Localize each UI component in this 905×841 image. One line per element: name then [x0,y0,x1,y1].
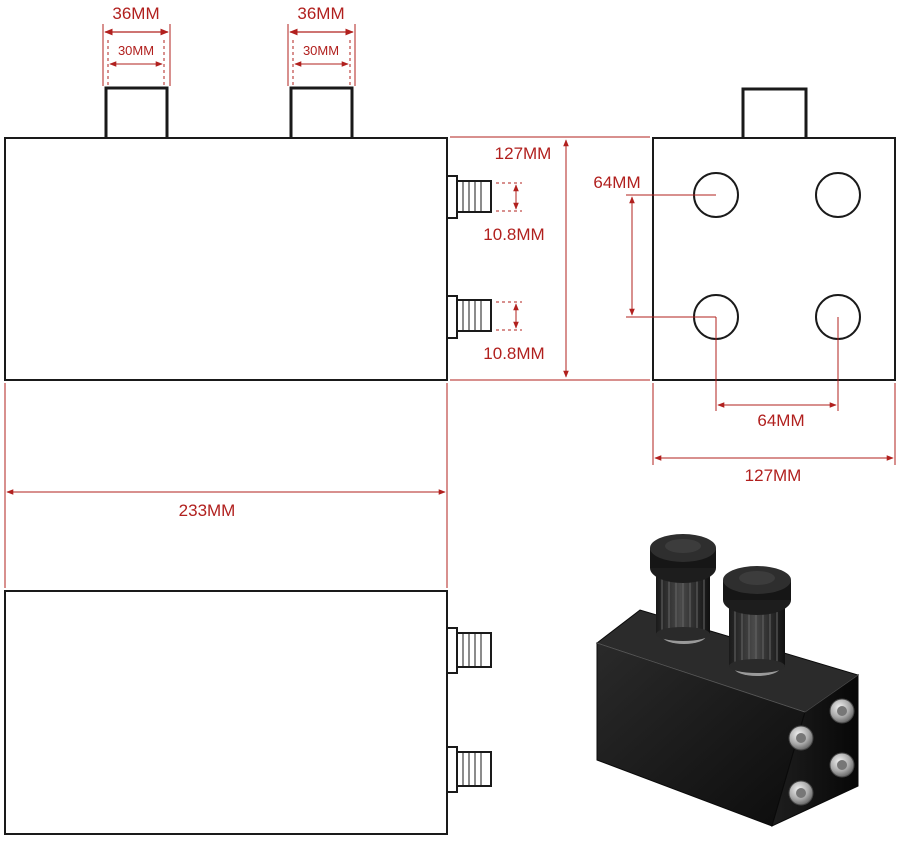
fitting-icon [788,725,814,751]
cap-right-outer-label: 36MM [297,4,344,23]
bottom-view-body [4,590,448,835]
fitting-icon [446,746,492,793]
height-label: 127MM [495,144,552,163]
width-dimension [652,383,896,465]
cap-right-inner-label: 30MM [303,43,339,58]
fitting-icon [446,627,492,674]
hole-spacing-horizontal-dimension [715,317,839,411]
hole-spacing-horizontal-label: 64MM [757,411,804,430]
fitting-icon [788,780,814,806]
hole-spacing-vertical-label: 64MM [593,173,640,192]
product-illustration [595,534,860,827]
height-dimension [450,136,650,381]
fitting-icon [446,295,492,339]
fitting-icon [829,752,855,778]
fitting-lower-label: 10.8MM [483,344,544,363]
hole-icon [815,172,861,218]
cap-icon [104,86,169,137]
breather-filter-icon [723,566,791,676]
fitting-icon [446,175,492,219]
length-dimension [4,383,448,588]
side-view [4,86,492,381]
top-view [652,87,896,381]
width-label: 127MM [745,466,802,485]
cap-left-outer-label: 36MM [112,4,159,23]
cap-icon [741,87,808,137]
cap-icon [289,86,354,137]
bottom-side-view [4,590,492,835]
hole-spacing-vertical-dimension [626,194,716,318]
top-view-body [652,137,896,381]
cap-left-inner-label: 30MM [118,43,154,58]
cap-dimensions [102,24,356,86]
breather-filter-icon [650,534,716,644]
length-label: 233MM [179,501,236,520]
fitting-icon [829,698,855,724]
fitting-dimensions [496,182,522,331]
side-view-body [4,137,448,381]
fitting-upper-label: 10.8MM [483,225,544,244]
